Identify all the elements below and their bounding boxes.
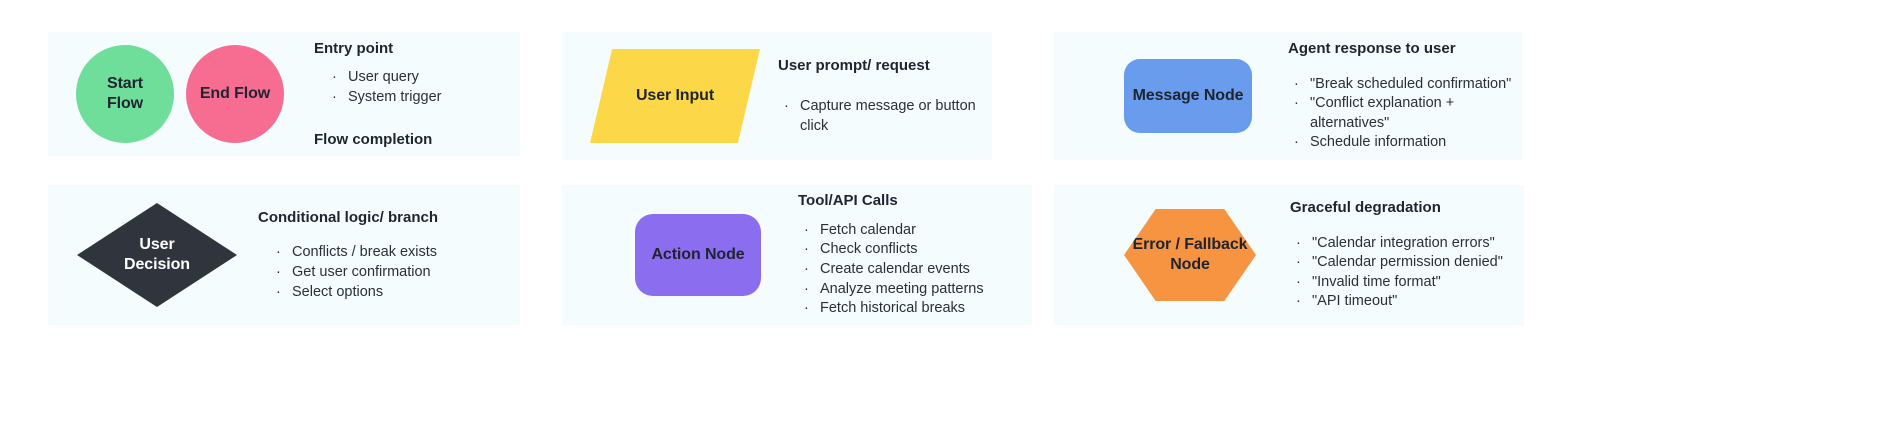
panel-heading: Tool/API Calls — [798, 192, 898, 210]
bullet-dot-icon: · — [1296, 293, 1301, 310]
bullet-dot-icon: · — [784, 98, 789, 115]
list-item: · "Conflict explanation + alternatives" — [1294, 94, 1522, 133]
bullet-dot-icon: · — [276, 283, 281, 300]
shape-action-node[interactable]: Action Node — [635, 214, 761, 296]
text-column: Agent response to user · "Break scheduled… — [1288, 39, 1522, 153]
list-item: · "Break scheduled confirmation" — [1294, 75, 1522, 95]
shape-label: Start Flow — [106, 75, 144, 112]
list-item: · Conflicts / break exists — [276, 243, 520, 263]
shape-column: Action Node — [562, 214, 798, 296]
list-item: · Select options — [276, 283, 520, 303]
bullet-dot-icon: · — [1294, 75, 1299, 92]
bullet-dot-icon: · — [1296, 273, 1301, 290]
list-item-label: Conflicts / break exists — [292, 244, 438, 261]
bullet-dot-icon: · — [804, 280, 809, 297]
panel-heading: Conditional logic/ branch — [258, 208, 438, 226]
bullet-list: · Capture message or button click — [778, 97, 992, 136]
panel-subheading: Flow completion — [314, 130, 433, 148]
list-item: · Schedule information — [1294, 133, 1522, 153]
shape-label: Message Node — [1132, 87, 1244, 105]
list-item-label: "Invalid time format" — [1312, 273, 1441, 290]
shape-column: User Input — [562, 49, 770, 143]
bullet-list: · "Calendar integration errors" · "Calenda… — [1290, 234, 1524, 312]
bullet-dot-icon: · — [1296, 254, 1301, 271]
shape-message-node[interactable]: Message Node — [1124, 59, 1252, 133]
bullet-list: · Fetch calendar · Check conflicts · Create… — [798, 221, 1032, 319]
panel-error-fallback-node: Error / Fallback Node Graceful degradati… — [1054, 185, 1524, 325]
list-item: · System trigger — [332, 88, 520, 108]
list-item-label: Analyze meeting patterns — [820, 280, 984, 297]
bullet-dot-icon: · — [276, 263, 281, 280]
list-item-label: "Conflict explanation + alternatives" — [1310, 95, 1455, 131]
list-item: · Capture message or button click — [784, 97, 992, 136]
bullet-dot-icon: · — [1296, 234, 1301, 251]
panel-action-node: Action Node Tool/API Calls · Fetch calend… — [562, 185, 1032, 325]
list-item-label: Get user confirmation — [292, 263, 431, 280]
list-item-label: Select options — [292, 283, 384, 300]
list-item-label: Check conflicts — [820, 241, 918, 258]
list-item: · Analyze meeting patterns — [804, 280, 1032, 300]
panel-start-end-flow: Start Flow End Flow Entry point · User qu… — [48, 32, 520, 156]
bullet-list: · "Break scheduled confirmation" · "Confli… — [1288, 75, 1522, 153]
shape-end-flow[interactable]: End Flow — [186, 45, 284, 143]
list-item-label: Fetch historical breaks — [820, 300, 966, 317]
shape-user-decision[interactable]: User Decision — [77, 203, 237, 307]
list-item-label: "Break scheduled confirmation" — [1310, 75, 1512, 92]
panel-user-decision: User Decision Conditional logic/ branch … — [48, 185, 520, 325]
list-item: · Create calendar events — [804, 260, 1032, 280]
panel-heading: Agent response to user — [1288, 40, 1456, 58]
bullet-dot-icon: · — [804, 260, 809, 277]
shape-column: Message Node — [1054, 59, 1288, 133]
list-item: · Get user confirmation — [276, 263, 520, 283]
text-column: User prompt/ request · Capture message or… — [770, 56, 992, 137]
list-item-label: "Calendar permission denied" — [1312, 254, 1503, 271]
list-item-label: "API timeout" — [1312, 293, 1398, 310]
shape-label: End Flow — [199, 85, 271, 103]
list-item-label: System trigger — [348, 89, 442, 105]
bullet-dot-icon: · — [804, 300, 809, 317]
shape-column: Error / Fallback Node — [1054, 209, 1290, 301]
list-item-label: "Calendar integration errors" — [1312, 234, 1495, 251]
text-column: Entry point ·User query ·System trigger … — [300, 39, 520, 149]
list-item-label: User query — [348, 69, 419, 86]
bullet-dot-icon: · — [1294, 134, 1299, 151]
shape-user-input[interactable]: User Input — [590, 49, 760, 143]
bullet-dot-icon: · — [332, 69, 337, 86]
shape-label: User Input — [635, 87, 715, 105]
list-item: · "Calendar integration errors" — [1296, 234, 1524, 254]
text-column: Tool/API Calls · Fetch calendar · Check co… — [798, 191, 1032, 318]
bullet-dot-icon: · — [332, 89, 337, 105]
text-column: Graceful degradation · "Calendar integrat… — [1290, 198, 1524, 312]
bullet-list: · Conflicts / break exists · Get user conf… — [258, 243, 520, 302]
panel-heading: Entry point — [314, 39, 394, 57]
list-item: · "Invalid time format" — [1296, 273, 1524, 293]
bullet-list: · User query · System trigger — [314, 68, 520, 107]
list-item: · "Calendar permission denied" — [1296, 253, 1524, 273]
list-item: · "API timeout" — [1296, 292, 1524, 312]
bullet-dot-icon: · — [276, 244, 281, 261]
shape-label: User Decision — [124, 236, 190, 273]
panel-heading: Graceful degradation — [1290, 199, 1441, 217]
list-item-label: Create calendar events — [820, 260, 970, 277]
panel-user-input: User Input User prompt/ request · Capture… — [562, 32, 992, 160]
bullet-dot-icon: · — [804, 241, 809, 258]
shape-start-flow[interactable]: Start Flow — [76, 45, 174, 143]
text-column: Conditional logic/ branch · Conflicts / b… — [252, 208, 520, 302]
shape-column: Start Flow End Flow — [48, 45, 300, 143]
list-item-label: Fetch calendar — [820, 221, 916, 238]
list-item-label: Capture message or button click — [800, 98, 976, 134]
shape-error-fallback-node[interactable]: Error / Fallback Node — [1124, 209, 1256, 301]
list-item: · Check conflicts — [804, 240, 1032, 260]
bullet-dot-icon: · — [804, 221, 809, 238]
bullet-dot-icon: · — [1294, 95, 1299, 112]
list-item: · User query — [332, 68, 520, 88]
shape-column: User Decision — [48, 203, 252, 307]
shape-label: Action Node — [651, 246, 745, 264]
panel-message-node: Message Node Agent response to user · "Br… — [1054, 32, 1522, 160]
list-item: · Fetch calendar — [804, 221, 1032, 241]
shape-label: Error / Fallback Node — [1132, 236, 1248, 273]
list-item: · Fetch historical breaks — [804, 299, 1032, 319]
list-item-label: Schedule information — [1310, 134, 1447, 151]
panel-heading: User prompt/ request — [778, 56, 930, 74]
